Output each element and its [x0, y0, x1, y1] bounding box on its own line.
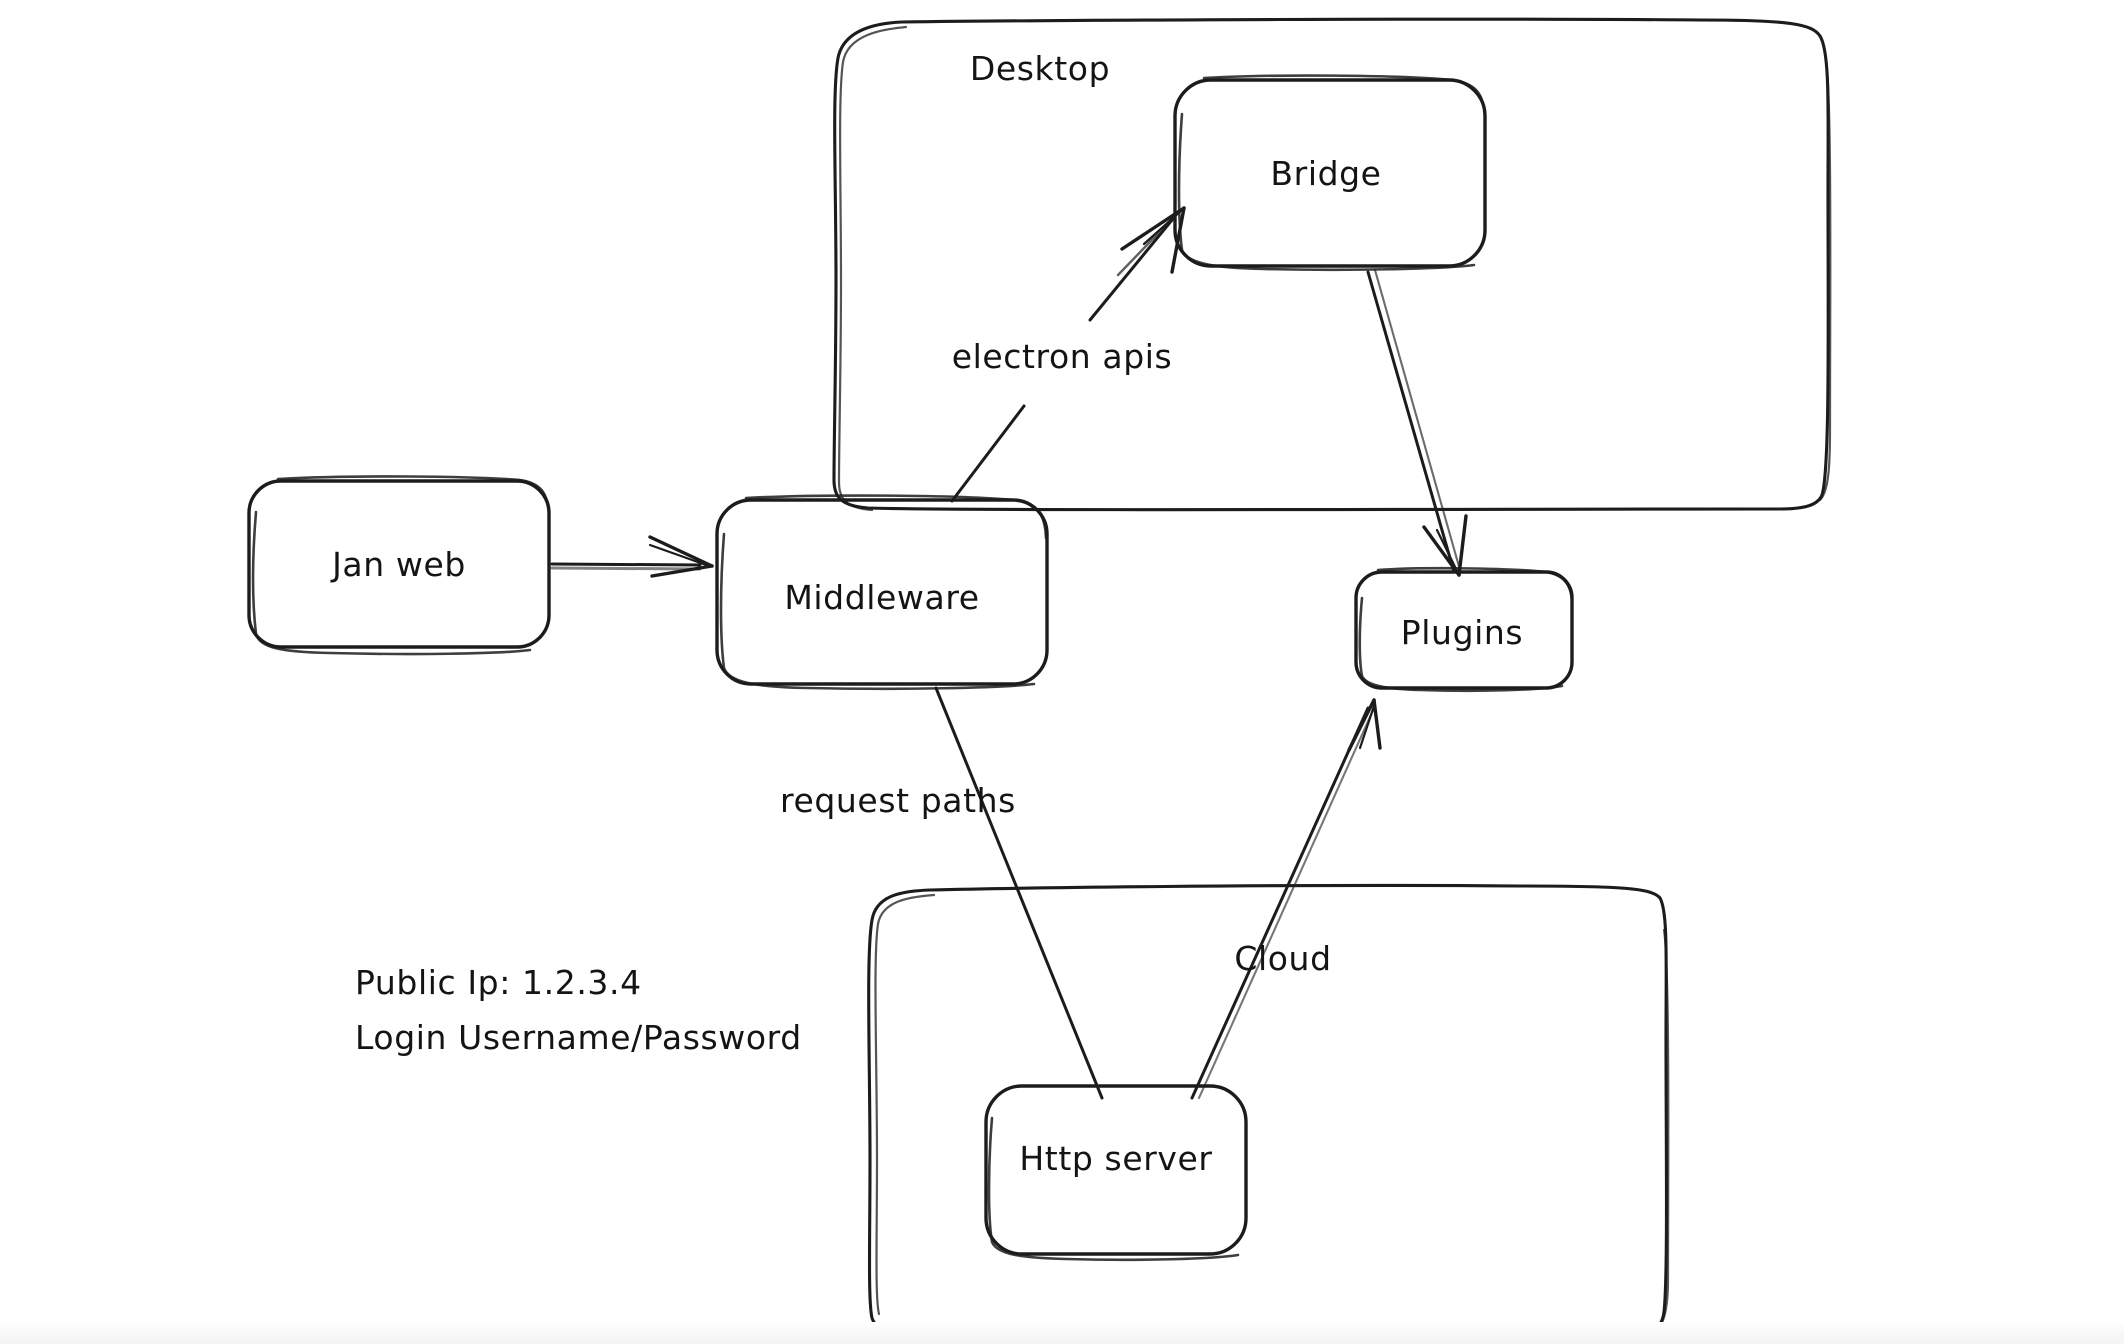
container-desktop-label: Desktop [970, 49, 1110, 88]
node-jan-web[interactable]: Jan web [247, 475, 551, 656]
node-plugins-shape [1354, 570, 1574, 690]
container-desktop[interactable]: Desktop [832, 17, 1832, 512]
node-jan-web-shape [247, 479, 551, 649]
edge-http-to-plugins[interactable]: Cloud [1190, 698, 1382, 1100]
edge-middleware-to-bridge[interactable]: electron apis [950, 206, 1186, 503]
node-middleware-shape [715, 498, 1049, 686]
node-http-server-label: Http server [1019, 1139, 1212, 1178]
edge-middleware-to-http[interactable]: request paths [780, 686, 1104, 1100]
edge-web-to-middleware[interactable] [550, 535, 714, 578]
edge-label-request-paths: request paths [780, 781, 1016, 820]
node-http-server-shape [984, 1084, 1248, 1256]
node-plugins-label: Plugins [1401, 613, 1523, 652]
annotation-notes: Public Ip: 1.2.3.4 Login Username/Passwo… [355, 963, 802, 1057]
note-login-credentials: Login Username/Password [355, 1018, 802, 1057]
note-public-ip: Public Ip: 1.2.3.4 [355, 963, 642, 1002]
edge-label-cloud: Cloud [1234, 939, 1331, 978]
node-bridge-label: Bridge [1270, 154, 1381, 193]
node-http-server[interactable]: Http server [984, 1084, 1248, 1262]
node-middleware[interactable]: Middleware [715, 494, 1049, 691]
node-jan-web-label: Jan web [330, 545, 466, 584]
node-bridge-shape [1173, 78, 1487, 268]
node-bridge[interactable]: Bridge [1173, 74, 1487, 272]
node-middleware-label: Middleware [784, 578, 979, 617]
node-plugins[interactable]: Plugins [1354, 566, 1574, 693]
edge-label-electron-apis: electron apis [952, 337, 1173, 376]
edge-bridge-to-plugins[interactable] [1366, 268, 1468, 577]
